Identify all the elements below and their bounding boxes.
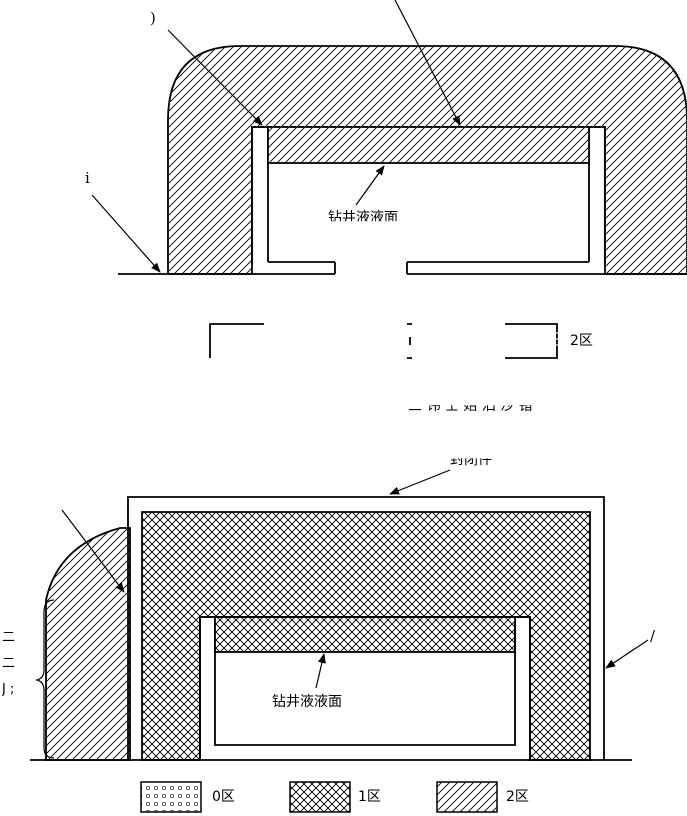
top-partial-bracket-right xyxy=(505,323,558,359)
top-fragment-left: ) xyxy=(150,9,156,27)
top-vapor-space-zone2 xyxy=(267,126,590,164)
top-tank-opening xyxy=(334,262,408,274)
bottom-label-liquid-surface: 钻井液液面 xyxy=(272,694,342,710)
legend-swatch-zone1 xyxy=(289,781,351,813)
bottom-leader-top xyxy=(389,469,451,495)
top-leader-left xyxy=(167,29,263,126)
legend-label-zone1: 1区 xyxy=(358,789,381,805)
bottom-leader-liquid xyxy=(315,653,326,689)
top-legend-zone2-label: 2区 xyxy=(570,333,593,349)
top-tank-inner-wall xyxy=(267,127,590,263)
bottom-leader-right xyxy=(605,639,649,669)
bottom-diagram xyxy=(30,469,649,761)
legend-label-zone2: 2区 xyxy=(506,789,529,805)
legend-swatch-zone0 xyxy=(140,781,202,813)
top-leader-center xyxy=(394,0,461,126)
top-zone2-envelope xyxy=(167,45,687,275)
bottom-leader-left xyxy=(61,509,125,593)
bottom-label-top: 封闭件 xyxy=(450,452,492,468)
legend xyxy=(140,781,498,813)
top-partial-bracket-left xyxy=(209,323,264,358)
top-fragment-side: i xyxy=(85,169,90,187)
top-diagram xyxy=(91,0,687,359)
bottom-left-zone2 xyxy=(45,527,131,761)
top-partial-bracket-mid xyxy=(407,323,412,359)
legend-label-zone0: 0区 xyxy=(212,789,235,805)
top-leader-liquid xyxy=(355,165,385,206)
bottom-left-side-text: 二 二 J ; xyxy=(2,630,16,697)
legend-swatch-zone2 xyxy=(436,781,498,813)
top-leader-side xyxy=(91,194,161,273)
bottom-left-brace xyxy=(34,599,55,759)
bottom-vapor-space-zone1 xyxy=(214,616,516,653)
bottom-enclosure-wall xyxy=(127,496,605,760)
top-partial-caption: 三 讳 士 始 汨 沙 错 xyxy=(408,398,533,414)
bottom-fragment-right: / xyxy=(650,627,656,645)
top-label-liquid-surface: 钻井液液面 xyxy=(326,210,400,226)
